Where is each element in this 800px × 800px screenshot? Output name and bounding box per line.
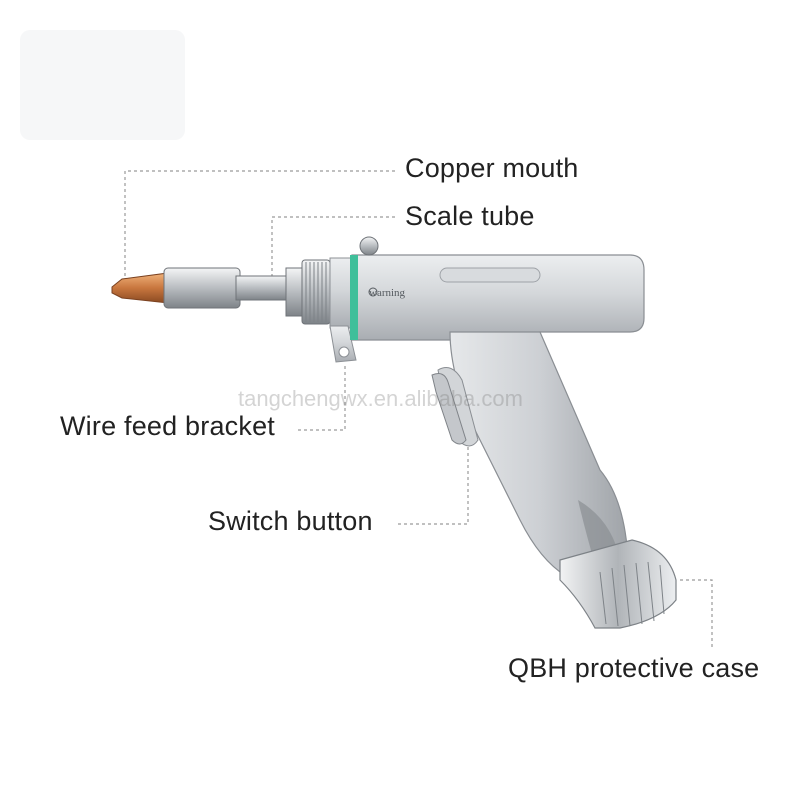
leader-lines — [124, 170, 713, 648]
knurled-connector — [285, 257, 353, 329]
leader-wire-feed-bracket — [298, 365, 346, 431]
label-copper-mouth: Copper mouth — [405, 153, 579, 183]
leader-switch-button — [398, 440, 469, 525]
background-shape — [20, 30, 185, 140]
warning-marking: warning — [369, 287, 406, 299]
label-wire-feed-bracket: Wire feed bracket — [60, 411, 275, 441]
leader-qbh-case — [680, 579, 713, 648]
label-scale-tube: Scale tube — [405, 201, 535, 231]
leader-scale-tube — [271, 216, 395, 278]
label-switch-button: Switch button — [208, 506, 373, 536]
copper-mouth-part — [111, 267, 287, 309]
switch-button-part — [431, 373, 467, 445]
watermark: tangchengwx.en.alibaba.com — [238, 386, 523, 411]
qbh-protective-case-part — [559, 539, 677, 629]
gun-handle — [437, 331, 629, 577]
leader-copper-mouth — [124, 170, 395, 280]
wire-feed-bracket-part — [329, 325, 357, 363]
label-qbh-protective-case: QBH protective case — [508, 653, 760, 683]
gun-body: warning — [350, 236, 645, 341]
